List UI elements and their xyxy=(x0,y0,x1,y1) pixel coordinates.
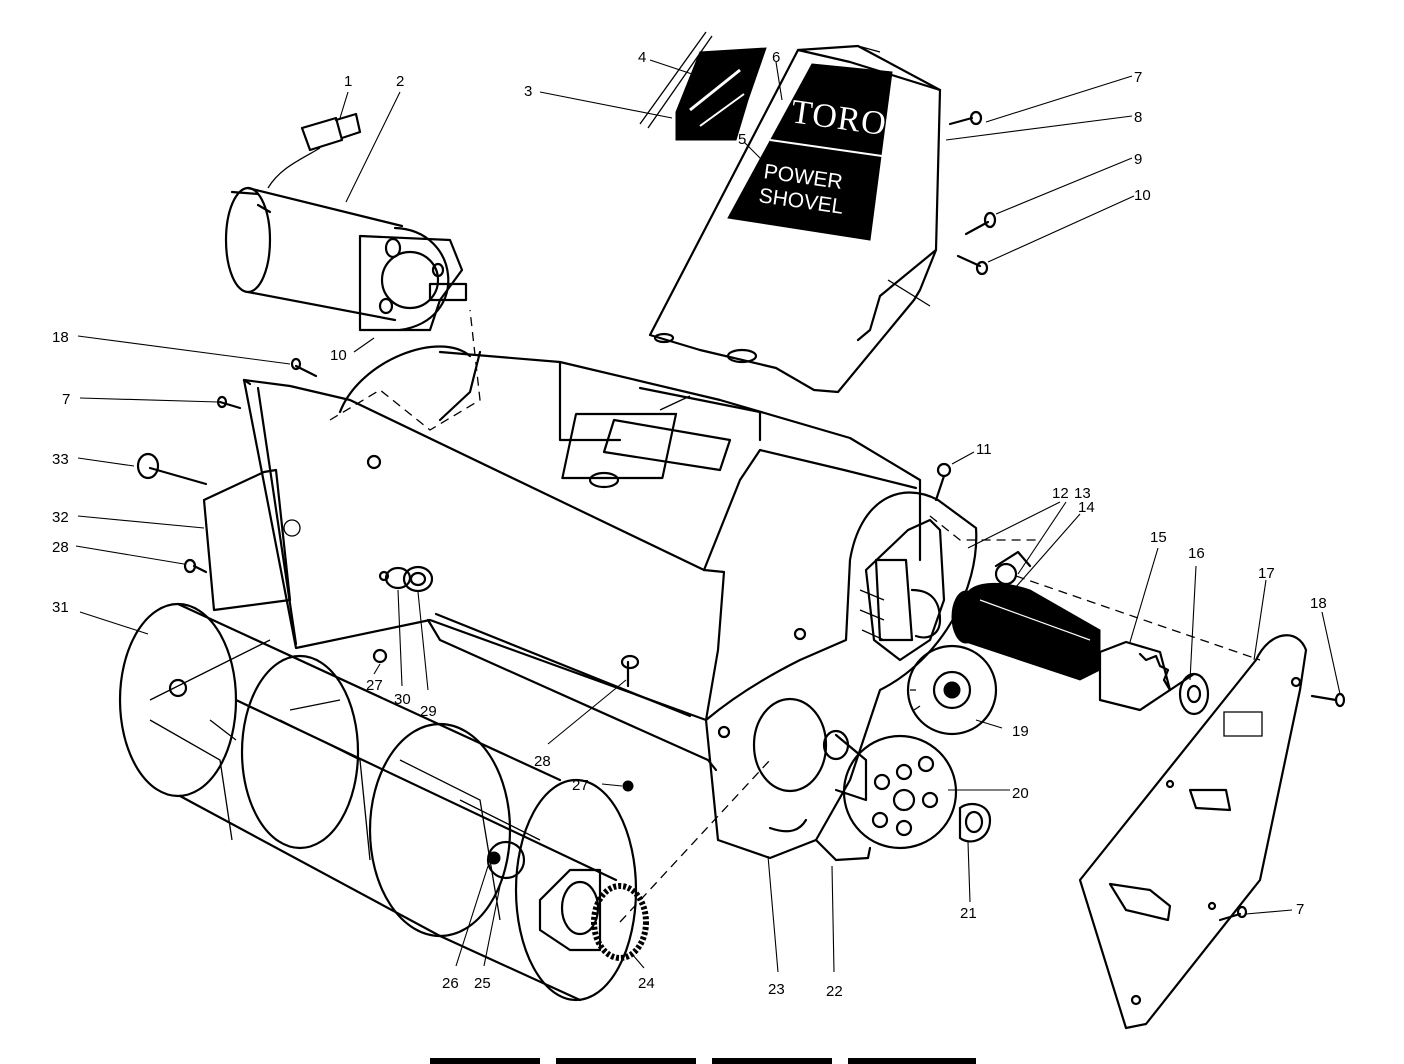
callout: 32 xyxy=(52,509,69,526)
callout: 7 xyxy=(1134,69,1142,86)
assembly-lines xyxy=(329,309,1261,923)
callout: 20 xyxy=(1012,785,1029,802)
pinion-gear xyxy=(1098,640,1210,716)
callout: 25 xyxy=(474,975,491,992)
callout: 2 xyxy=(396,73,404,90)
drive-sprocket xyxy=(842,734,992,850)
callout: 21 xyxy=(960,905,977,922)
callout: 16 xyxy=(1188,545,1205,562)
callout: 13 xyxy=(1074,485,1091,502)
callout: 18 xyxy=(52,329,69,346)
callout: 1 xyxy=(344,73,352,90)
motor xyxy=(224,112,468,332)
callout: 28 xyxy=(52,539,69,556)
callout: 12 xyxy=(1052,485,1069,502)
callout: 3 xyxy=(524,83,532,100)
callout: 19 xyxy=(1012,723,1029,740)
drive-shaft xyxy=(951,550,1101,681)
cropped-caption xyxy=(430,1058,976,1064)
callout: 29 xyxy=(420,703,437,720)
fasteners xyxy=(136,110,1346,922)
callout: 30 xyxy=(394,691,411,708)
callout: 23 xyxy=(768,981,785,998)
callout: 9 xyxy=(1134,151,1142,168)
callout: 22 xyxy=(826,983,843,1000)
callout: 24 xyxy=(638,975,655,992)
air-filter xyxy=(639,31,767,141)
housing xyxy=(202,345,978,862)
callout: 18 xyxy=(1310,595,1327,612)
side-plate xyxy=(1078,634,1308,1030)
impeller-rotor xyxy=(118,602,649,1002)
large-gear xyxy=(906,644,998,736)
callout: 7 xyxy=(62,391,70,408)
callout: 33 xyxy=(52,451,69,468)
top-cover: TORO POWER SHOVEL xyxy=(648,44,942,394)
callout: 27 xyxy=(572,777,589,794)
callout: 6 xyxy=(772,49,780,66)
leader-lines xyxy=(75,59,1341,973)
callouts: 1 2 3 4 5 6 7 8 9 10 10 18 7 33 32 28 31… xyxy=(52,49,1327,1000)
callout: 28 xyxy=(534,753,551,770)
callout: 4 xyxy=(638,49,646,66)
callout: 27 xyxy=(366,677,383,694)
callout: 15 xyxy=(1150,529,1167,546)
callout: 8 xyxy=(1134,109,1142,126)
callout: 10 xyxy=(1134,187,1151,204)
callout: 26 xyxy=(442,975,459,992)
callout: 31 xyxy=(52,599,69,616)
callout: 17 xyxy=(1258,565,1275,582)
gear-cover xyxy=(859,518,946,662)
callout: 11 xyxy=(976,441,992,458)
callout: 14 xyxy=(1078,499,1095,516)
callout: 7 xyxy=(1296,901,1304,918)
callout: 5 xyxy=(738,131,746,148)
callout: 10 xyxy=(330,347,347,364)
